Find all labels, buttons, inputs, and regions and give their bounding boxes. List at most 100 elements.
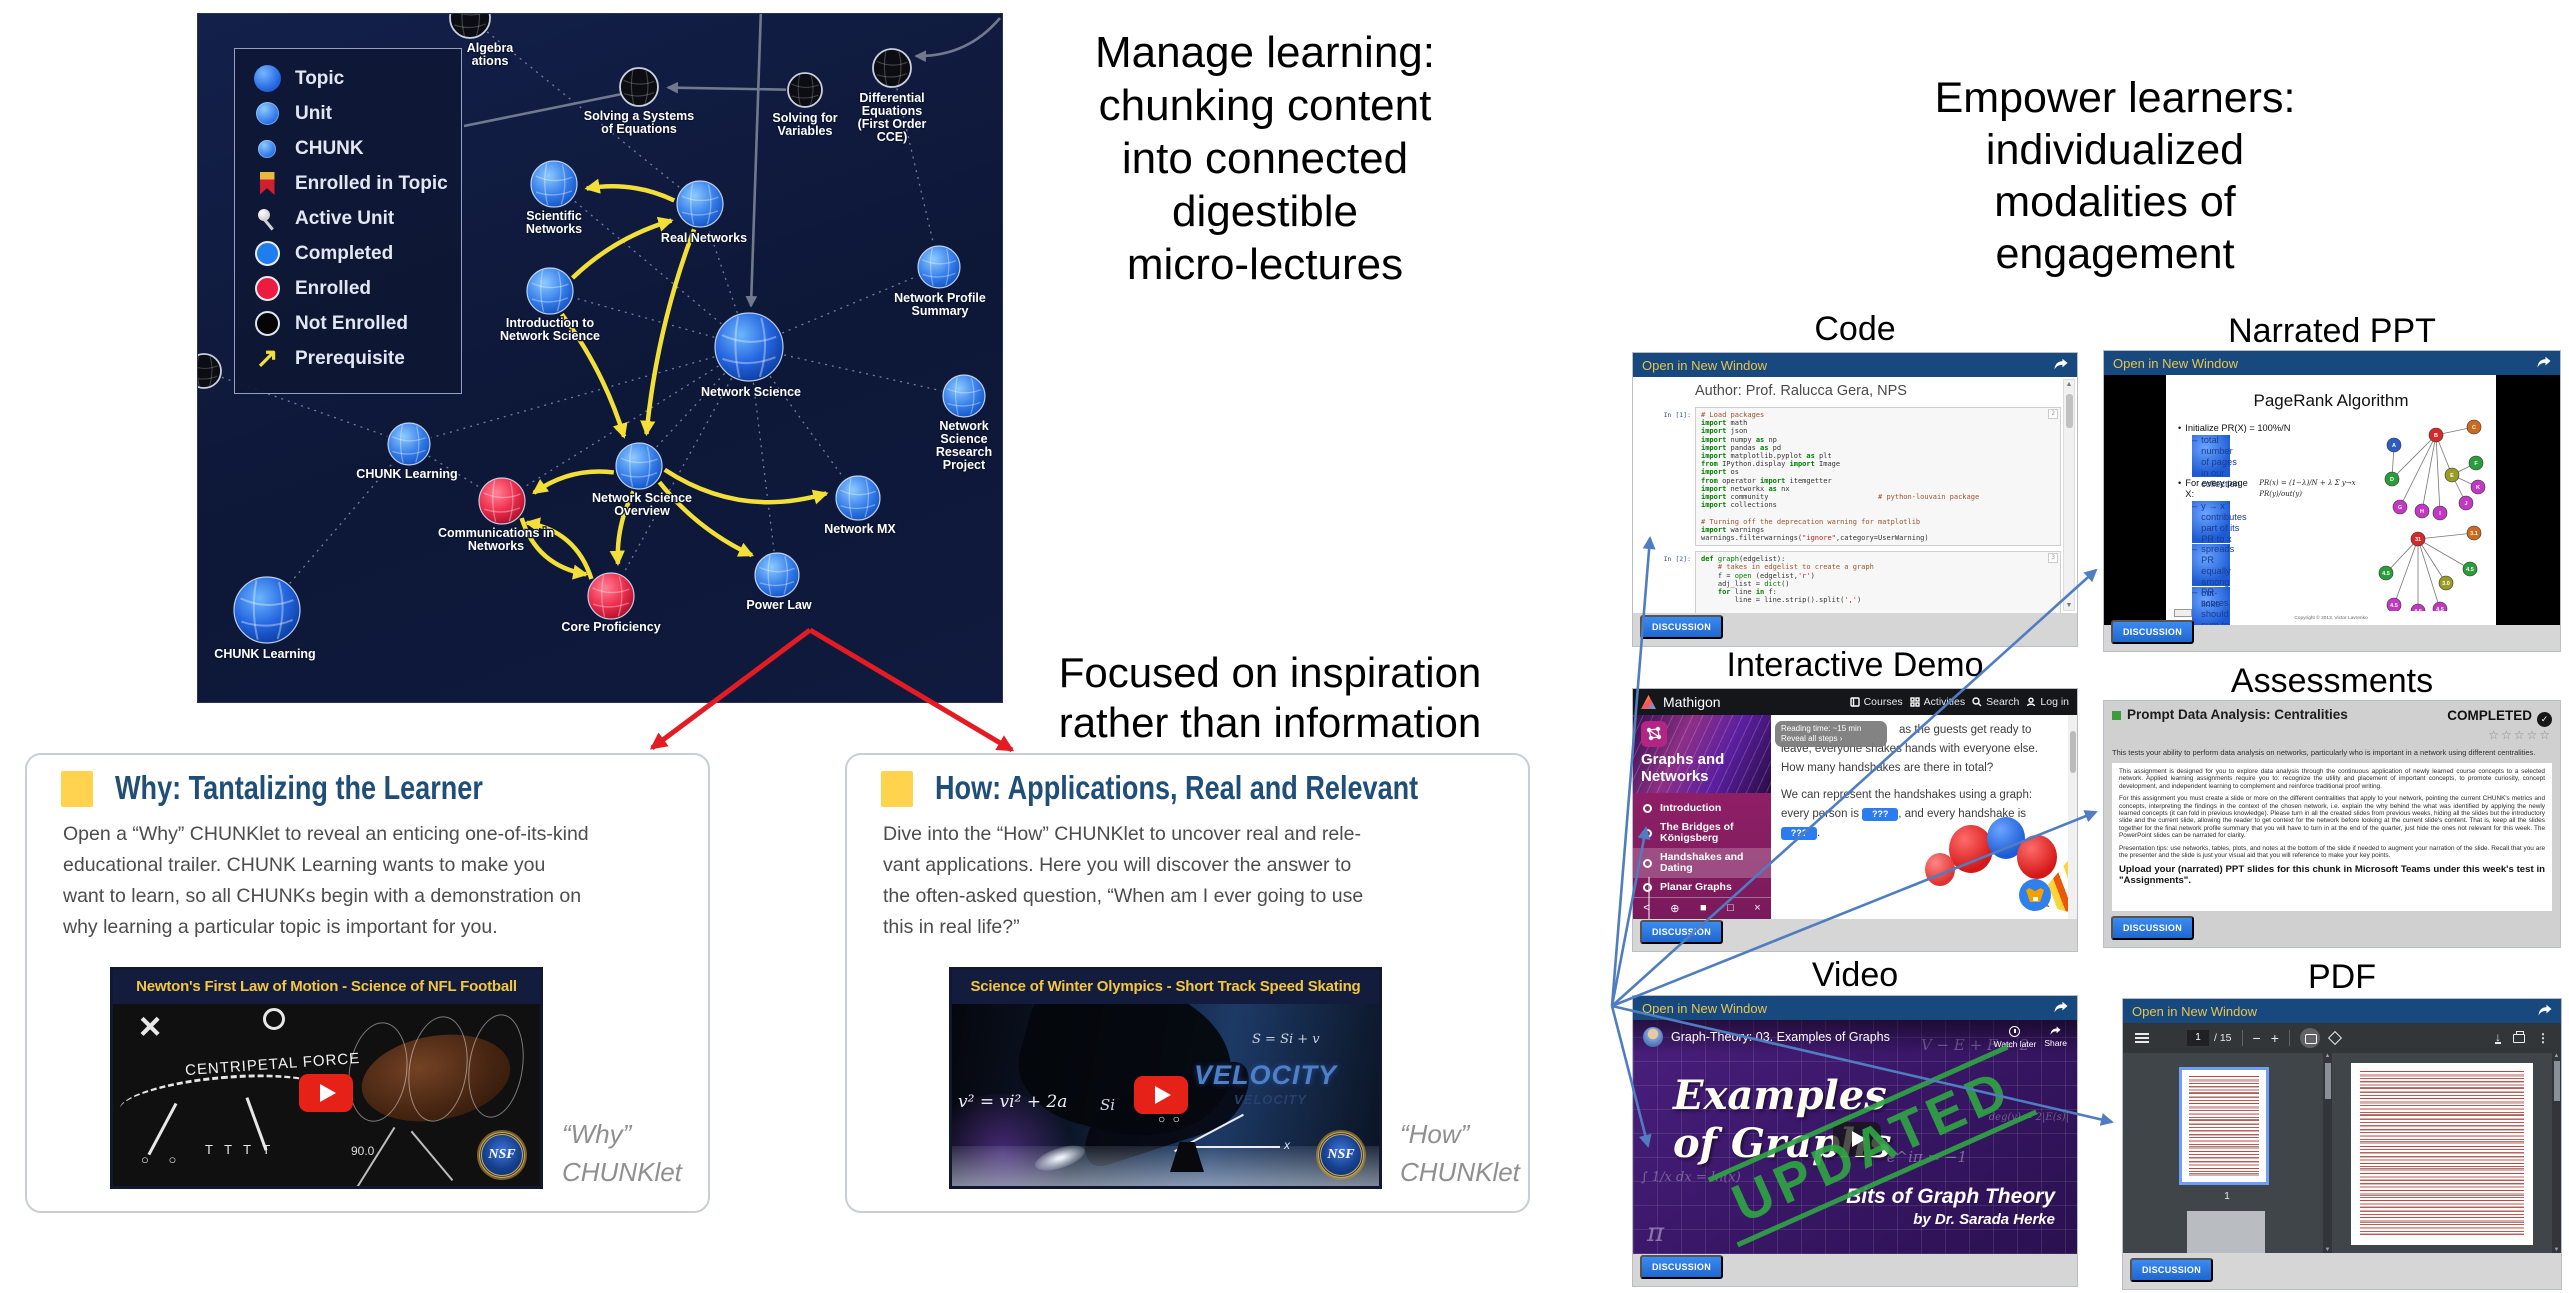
slide-bullet: •Initialize PR(X) = 100%/N — [2178, 423, 2291, 433]
mathigon-logo-icon[interactable] — [1641, 695, 1656, 709]
scroll-thumb[interactable] — [2553, 1061, 2560, 1101]
more-options-icon[interactable]: ⋮ — [2537, 1031, 2549, 1045]
discussion-button[interactable]: DISCUSSION — [1640, 920, 1724, 944]
watch-later-button[interactable]: Watch later — [1994, 1025, 2036, 1049]
how-card-title: How: Applications, Real and Relevant — [935, 769, 1419, 806]
graph-node-ns-overview[interactable] — [615, 442, 663, 490]
open-in-new-window-link[interactable]: Open in New Window — [1642, 1000, 1767, 1016]
assignment-paragraph: Presentation tips: use networks, tables,… — [2119, 844, 2545, 860]
graph-node-network-mx[interactable] — [835, 475, 881, 521]
chat-icon[interactable]: ■ — [1699, 902, 1707, 914]
nav-courses[interactable]: Courses — [1849, 696, 1903, 708]
video-player[interactable]: Graph-Theory: 03. Examples of Graphs Wat… — [1633, 1020, 2077, 1254]
discussion-button[interactable]: DISCUSSION — [2130, 1258, 2214, 1282]
share-arrow-icon[interactable] — [2536, 356, 2552, 369]
open-in-new-window-link[interactable]: Open in New Window — [2132, 1003, 2257, 1019]
graph-node-chunk-learning-topic[interactable] — [233, 576, 301, 644]
graph-node-network-profile-summary[interactable] — [917, 245, 961, 289]
share-arrow-icon[interactable] — [2053, 358, 2069, 371]
answer-blank-chip[interactable]: ??? — [1781, 827, 1817, 840]
svg-text:D: D — [2390, 477, 2394, 483]
play-button[interactable] — [1833, 1122, 1881, 1156]
why-video-thumbnail[interactable]: Newton's First Law of Motion - Science o… — [110, 967, 543, 1189]
rotate-icon[interactable] — [2327, 1030, 2342, 1046]
download-icon[interactable]: ↓ — [2495, 1030, 2501, 1044]
scrollbar[interactable]: ▲▼ — [2323, 1053, 2332, 1253]
legend-row-unit: Unit — [251, 96, 461, 131]
completed-status: COMPLETED — [2447, 708, 2532, 723]
save-icon[interactable]: □ — [1727, 902, 1734, 914]
chapter-item[interactable]: Handshakes and Dating — [1633, 848, 1771, 878]
nav-activities[interactable]: Activities — [1909, 696, 1965, 708]
page-number-input[interactable]: 1 — [2187, 1030, 2209, 1046]
open-in-new-window-link[interactable]: Open in New Window — [2113, 355, 2238, 371]
discussion-button[interactable]: DISCUSSION — [1640, 615, 1724, 639]
graph-node-diff-eq[interactable] — [872, 48, 912, 88]
channel-avatar[interactable] — [1643, 1027, 1663, 1047]
fit-page-icon[interactable] — [2299, 1028, 2320, 1048]
discussion-button[interactable]: DISCUSSION — [1640, 1255, 1724, 1279]
chapter-item[interactable]: The Bridges of Königsberg — [1633, 818, 1771, 848]
scroll-thumb[interactable] — [2069, 731, 2076, 773]
scroll-up-icon[interactable]: ▲ — [2065, 381, 2073, 388]
mathigon-brand[interactable]: Mathigon — [1663, 694, 1721, 710]
graph-node-communications[interactable] — [478, 477, 526, 525]
discussion-button[interactable]: DISCUSSION — [2111, 620, 2195, 644]
course-header[interactable]: Graphs and Networks — [1633, 715, 1771, 793]
page-thumbnail[interactable] — [2187, 1211, 2265, 1253]
scrollbar[interactable]: ▲▼ — [2552, 1053, 2561, 1253]
share-button[interactable]: Share — [2044, 1026, 2067, 1048]
svg-text:31: 31 — [2415, 537, 2421, 543]
chapter-item[interactable]: Introduction — [1633, 799, 1771, 818]
graph-node-scientific-networks[interactable] — [530, 160, 578, 208]
page-thumbnail-selected[interactable] — [2179, 1067, 2269, 1185]
graph-node-ns-research-project[interactable] — [942, 374, 986, 418]
open-in-new-window-link[interactable]: Open in New Window — [1642, 357, 1767, 373]
zoom-out-button[interactable]: − — [2252, 1030, 2261, 1046]
tutor-fox-avatar[interactable] — [2019, 879, 2051, 911]
scroll-thumb[interactable] — [2324, 1063, 2331, 1099]
globe-icon[interactable]: ⊕ — [1670, 903, 1680, 915]
graph-node-black-left[interactable] — [198, 353, 222, 389]
how-video-thumbnail[interactable]: Science of Winter Olympics - Short Track… — [949, 967, 1382, 1189]
rating-stars[interactable]: ☆☆☆☆☆ — [2488, 728, 2552, 742]
graph-node-solve-systems[interactable] — [619, 67, 659, 107]
nav-login[interactable]: Log in — [2026, 696, 2069, 708]
discussion-button[interactable]: DISCUSSION — [2111, 916, 2195, 940]
pdf-viewer: 1 ▲▼ ▲▼ — [2123, 1053, 2561, 1253]
scroll-thumb[interactable] — [2065, 394, 2073, 428]
slide-nav-control[interactable] — [2174, 609, 2192, 617]
nav-search[interactable]: Search — [1972, 696, 2019, 708]
panel-header: Open in New Window — [2104, 351, 2560, 375]
graph-node-real-networks[interactable] — [676, 180, 724, 228]
scrollbar[interactable]: ▲ ▼ — [2063, 379, 2075, 611]
play-button[interactable] — [1134, 1076, 1188, 1114]
video-title[interactable]: Graph-Theory: 03. Examples of Graphs — [1671, 1030, 1890, 1044]
reading-time-badge[interactable]: Reading time: ~15 min Reveal all steps › — [1775, 721, 1887, 747]
answer-blank-chip[interactable]: ??? — [1862, 808, 1899, 821]
why-card: Why: Tantalizing the Learner Open a “Why… — [25, 753, 710, 1213]
print-icon[interactable] — [2513, 1030, 2525, 1043]
graph-node-chunk-learning-unit[interactable] — [387, 422, 431, 466]
share-icon[interactable]: < — [1643, 902, 1650, 914]
graph-node-intro-network-science[interactable] — [526, 267, 574, 315]
menu-icon[interactable] — [2135, 1033, 2149, 1043]
share-arrow-icon[interactable] — [2537, 1004, 2553, 1017]
scroll-down-icon[interactable]: ▼ — [2065, 602, 2073, 609]
tools-icon[interactable]: × — [1754, 902, 1761, 914]
graph-node-core-proficiency[interactable] — [587, 572, 635, 620]
zoom-in-button[interactable]: + — [2270, 1030, 2279, 1046]
graph-node-network-science[interactable] — [714, 312, 784, 382]
graph-node-solve-variables[interactable] — [787, 72, 823, 108]
share-arrow-icon[interactable] — [2053, 1001, 2069, 1014]
graph-node-algebra[interactable] — [449, 14, 491, 39]
chapter-item[interactable]: Planar Graphs — [1633, 878, 1771, 897]
scrollbar[interactable] — [2068, 715, 2077, 919]
graph-node-power-law[interactable] — [754, 552, 800, 598]
play-button[interactable] — [299, 1074, 353, 1112]
